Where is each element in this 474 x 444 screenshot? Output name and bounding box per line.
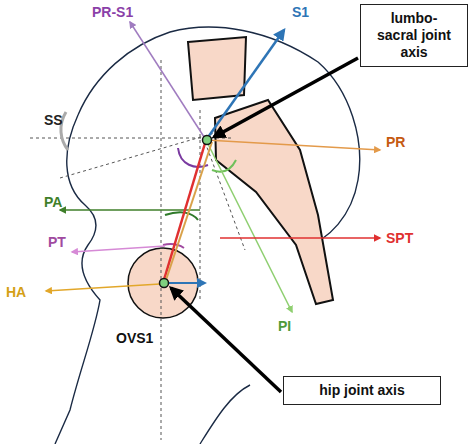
axis-label: PA [44,194,62,210]
axis-label: OVS1 [116,330,153,346]
axis-label: PR-S1 [92,4,133,20]
callout-box: lumbo- sacral joint axis [360,4,468,67]
axis-label: PT [48,234,66,250]
callout-text: hip joint axis [292,382,432,399]
axis-label: S1 [292,4,309,20]
axis-label: SS [44,112,63,128]
axis-label: SPT [386,230,413,246]
callout-text: lumbo- sacral joint axis [369,10,459,61]
callout-box: hip joint axis [283,376,441,405]
axis-label: PR [386,134,405,150]
axis-label: HA [6,284,26,300]
axis-label: PI [278,318,291,334]
